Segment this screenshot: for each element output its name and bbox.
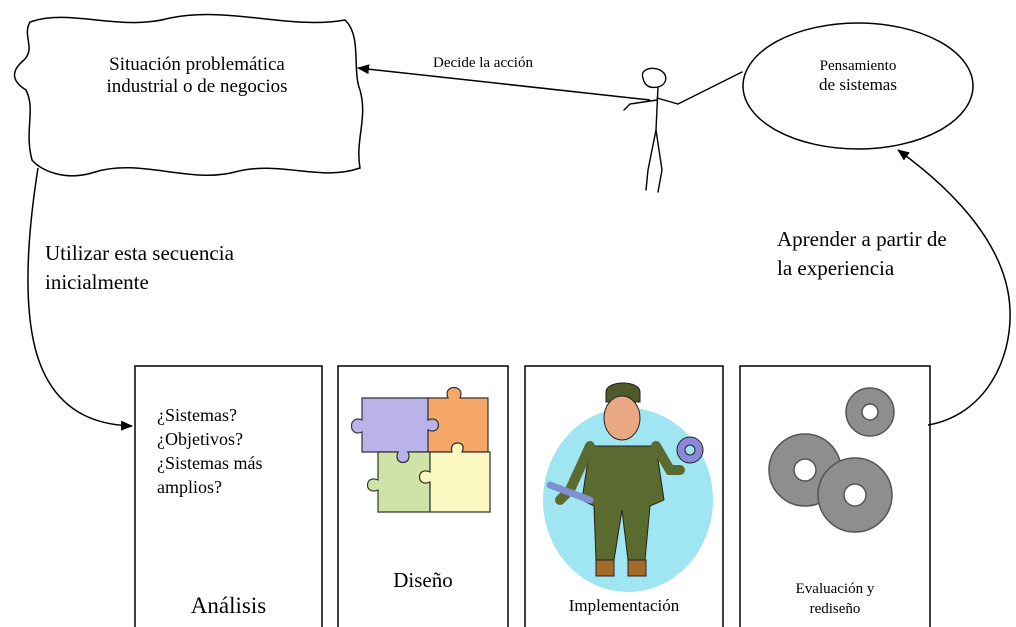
learn-experience-label: Aprender a partir de la experiencia xyxy=(777,225,947,284)
thinker-stick-figure xyxy=(623,67,743,193)
systems-thinking-line-1: Pensamiento xyxy=(819,58,897,74)
analysis-box xyxy=(134,365,323,627)
decide-action-label: Decide la acción xyxy=(433,55,533,71)
learn-experience-line-2: la experiencia xyxy=(777,256,895,281)
evaluation-line-1: Evaluación y xyxy=(795,581,875,597)
systems-thinking-label: Pensamiento de sistemas xyxy=(758,58,958,95)
gears-image xyxy=(768,387,895,533)
use-sequence-line-2: inicialmente xyxy=(45,270,149,295)
analysis-question-4: amplios? xyxy=(157,476,222,497)
problem-situation-line-2: industrial o de negocios xyxy=(106,75,288,97)
mechanic-worker-image xyxy=(543,382,713,592)
learn-experience-arrow xyxy=(897,149,1011,426)
evaluation-box xyxy=(739,365,931,627)
systems-thinking-ellipse xyxy=(742,22,974,150)
puzzle-pieces-image xyxy=(350,386,491,513)
use-sequence-label: Utilizar esta secuencia inicialmente xyxy=(45,239,234,298)
analysis-questions: ¿Sistemas? ¿Objetivos? ¿Sistemas más amp… xyxy=(157,404,263,500)
analysis-question-3: ¿Sistemas más xyxy=(157,452,263,473)
problem-situation-label: Situación problemática industrial o de n… xyxy=(52,54,342,98)
implementation-label: Implementación xyxy=(568,596,680,615)
problem-situation-line-1: Situación problemática xyxy=(109,54,285,75)
use-sequence-line-1: Utilizar esta secuencia xyxy=(45,241,234,265)
analysis-label: Análisis xyxy=(190,593,267,618)
design-label: Diseño xyxy=(393,568,453,592)
implementation-box xyxy=(524,365,724,627)
analysis-question-1: ¿Sistemas? xyxy=(157,405,237,425)
systems-thinking-line-2: de sistemas xyxy=(819,75,897,95)
decide-action-arrow xyxy=(357,64,651,101)
evaluation-label: Evaluación y rediseño xyxy=(740,580,930,619)
design-box xyxy=(337,365,509,627)
evaluation-line-2: rediseño xyxy=(809,600,861,617)
problem-situation-cloud xyxy=(13,13,364,177)
analysis-question-2: ¿Objetivos? xyxy=(157,428,243,449)
use-sequence-arrow xyxy=(27,167,133,431)
learn-experience-line-1: Aprender a partir de xyxy=(777,227,947,251)
